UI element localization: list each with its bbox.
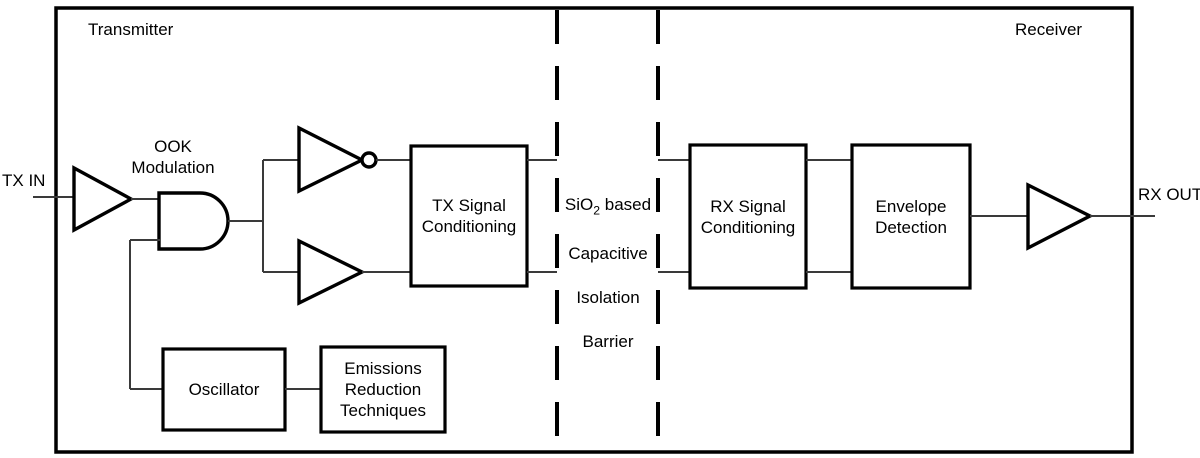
barrier-line-3: Isolation — [576, 288, 640, 308]
block-oscillator — [161, 347, 287, 432]
non-inverting-driver-gate — [297, 238, 366, 306]
barrier-line-1: SiO2 based — [564, 195, 652, 218]
barrier-line-4: Barrier — [582, 332, 634, 352]
output-buffer-gate — [1026, 182, 1094, 251]
inverter-bubble-icon — [360, 151, 378, 169]
input-buffer-gate — [72, 165, 135, 233]
receiver-section-label: Receiver — [1015, 20, 1083, 39]
isolation-barrier-label: SiO2 based Capacitive Isolation Barrier — [553, 172, 663, 353]
and-gate — [157, 191, 230, 251]
block-emissions-reduction — [319, 345, 447, 434]
transmitter-section-label: Transmitter — [88, 20, 174, 39]
rx-out-port-label: RX OUT — [1138, 185, 1200, 204]
inverting-driver-gate — [297, 125, 366, 194]
tx-in-port-label: TX IN — [2, 171, 46, 190]
block-rx-signal-conditioning — [688, 143, 808, 290]
ook-modulation-label: OOK Modulation — [131, 137, 215, 177]
block-envelope-detection — [850, 143, 972, 290]
block-tx-signal-conditioning — [409, 144, 529, 288]
outer-frame — [54, 6, 1134, 454]
barrier-line-2: Capacitive — [568, 244, 648, 264]
